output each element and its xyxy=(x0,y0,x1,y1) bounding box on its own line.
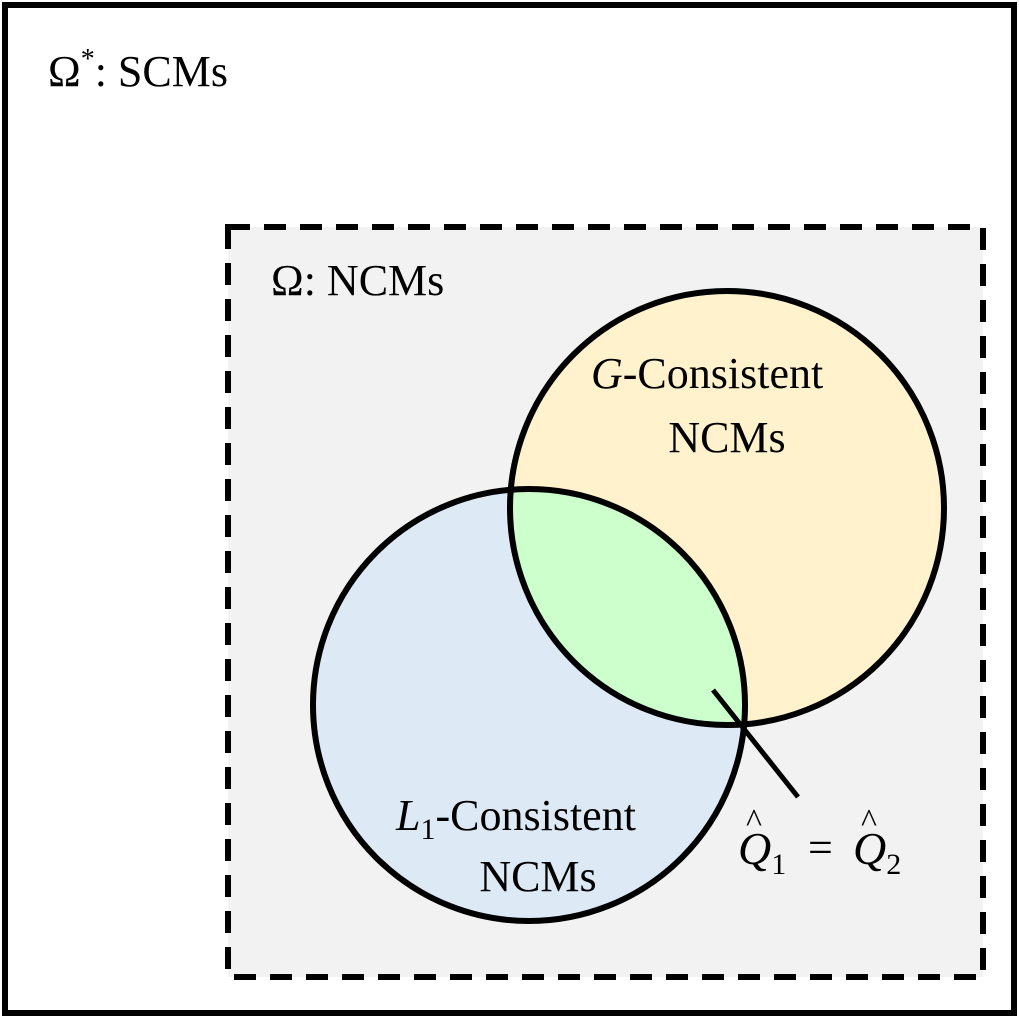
g-circle-outline xyxy=(507,288,947,728)
pointer-line xyxy=(711,688,800,799)
q-hat-1: Q1 xyxy=(738,823,786,881)
l1-circle-outline xyxy=(310,486,748,924)
hat-2: ^ xyxy=(861,803,877,840)
g-line1-text: -Consistent xyxy=(623,349,823,398)
l1-set-label-line1: L1-Consistent xyxy=(395,791,636,846)
l1-line1-text: -Consistent xyxy=(435,791,635,840)
outer-label-text: : SCMs xyxy=(95,47,228,96)
l-subscript: 1 xyxy=(420,813,435,846)
omega-symbol: Ω xyxy=(271,256,304,305)
inner-label-text: : NCMs xyxy=(304,256,445,305)
pointer-equation: Q1 ^ = Q2 ^ xyxy=(738,803,901,881)
equals-sign: = xyxy=(808,823,833,872)
q-hat-2: Q2 xyxy=(853,823,901,881)
g-set-label-line1: G-Consistent xyxy=(591,349,823,398)
inner-label: Ω: NCMs xyxy=(271,256,444,305)
l1-set-label-line2: NCMs xyxy=(479,852,596,901)
omega-star-symbol: Ω xyxy=(48,47,81,96)
star-superscript: * xyxy=(81,44,95,75)
hat-1: ^ xyxy=(746,803,762,840)
g-set-label-line2: NCMs xyxy=(668,413,785,462)
l-variable: L xyxy=(395,791,420,840)
outer-label: Ω*: SCMs xyxy=(48,44,228,96)
g-variable: G xyxy=(591,349,623,398)
